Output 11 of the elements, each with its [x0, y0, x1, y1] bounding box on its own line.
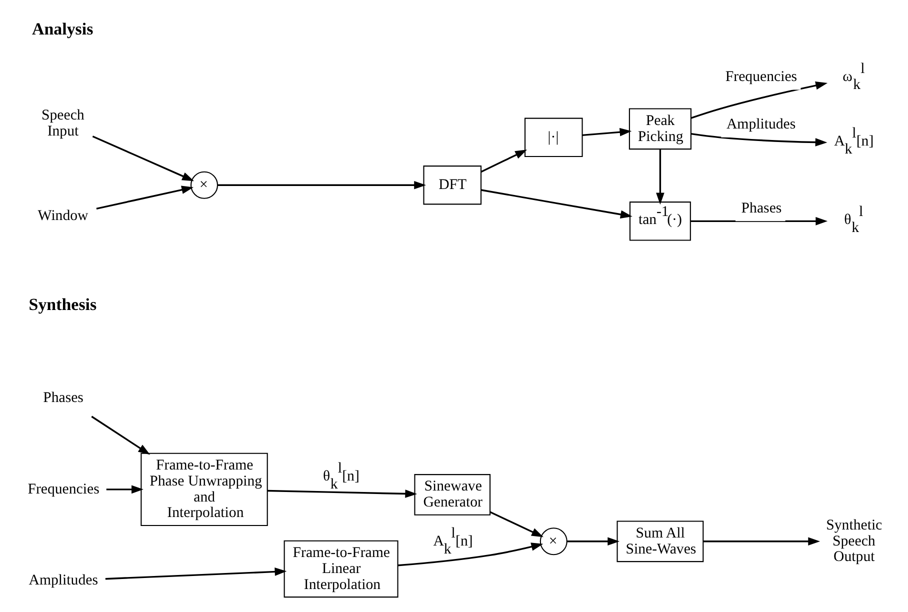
edge-label: Phases	[740, 200, 782, 216]
label: Analysis	[31, 19, 93, 38]
label: Synthesis	[28, 295, 96, 314]
node-text: Speech Input	[41, 108, 84, 140]
node-text: Window	[37, 208, 88, 224]
node-text: Frequencies	[27, 481, 99, 498]
node-text: Synthetic Speech Output	[826, 517, 882, 566]
edge-label: Frequencies	[724, 68, 797, 85]
edge-label: Amplitudes	[726, 116, 796, 133]
node-text: Phases	[42, 390, 83, 406]
node-text: Amplitudes	[28, 572, 98, 589]
